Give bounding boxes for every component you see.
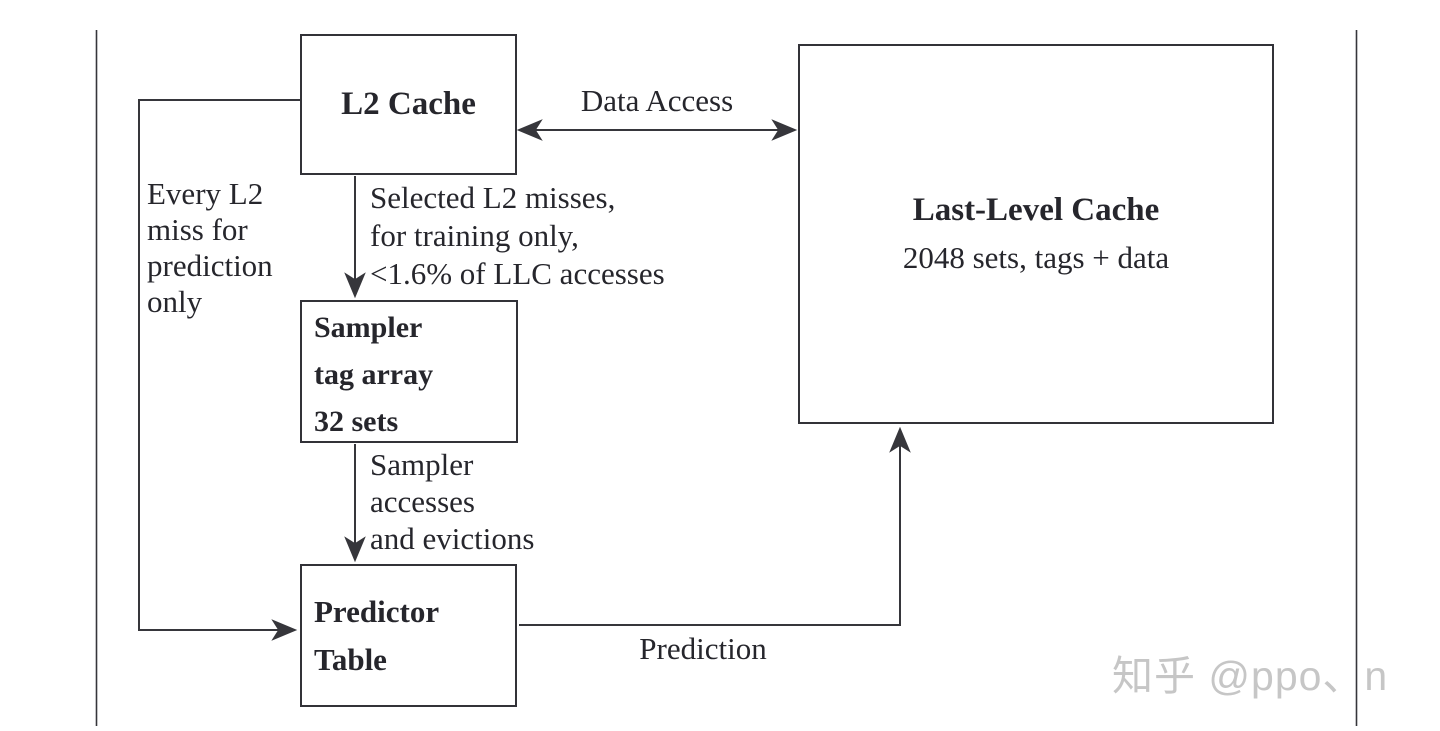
last-level-cache-title: Last-Level Cache	[912, 192, 1160, 228]
l2-cache-box: L2 Cache	[300, 34, 517, 175]
sampler-accesses-label: Sampler accesses and evictions	[370, 447, 535, 556]
last-level-cache-subtitle: 2048 sets, tags + data	[902, 240, 1170, 275]
data-access-label: Data Access	[580, 83, 734, 118]
l2-to-predictor-loop-arrow	[138, 99, 300, 641]
prediction-arrow	[519, 426, 911, 626]
prediction-label: Prediction	[639, 631, 767, 666]
predictor-table-text: Predictor Table	[314, 593, 440, 677]
l2-cache-title: L2 Cache	[341, 86, 476, 122]
watermark-text: 知乎 @ppo、n	[1112, 653, 1389, 699]
predictor-table-box: Predictor Table	[300, 564, 517, 707]
every-l2-miss-label: Every L2 miss for prediction only	[147, 176, 273, 319]
sampler-text: Sampler tag array 32 sets	[314, 311, 434, 438]
last-level-cache-box: Last-Level Cache 2048 sets, tags + data	[798, 44, 1274, 424]
sampler-box: Sampler tag array 32 sets	[300, 300, 518, 443]
selected-l2-misses-label: Selected L2 misses, for training only, <…	[370, 180, 665, 291]
